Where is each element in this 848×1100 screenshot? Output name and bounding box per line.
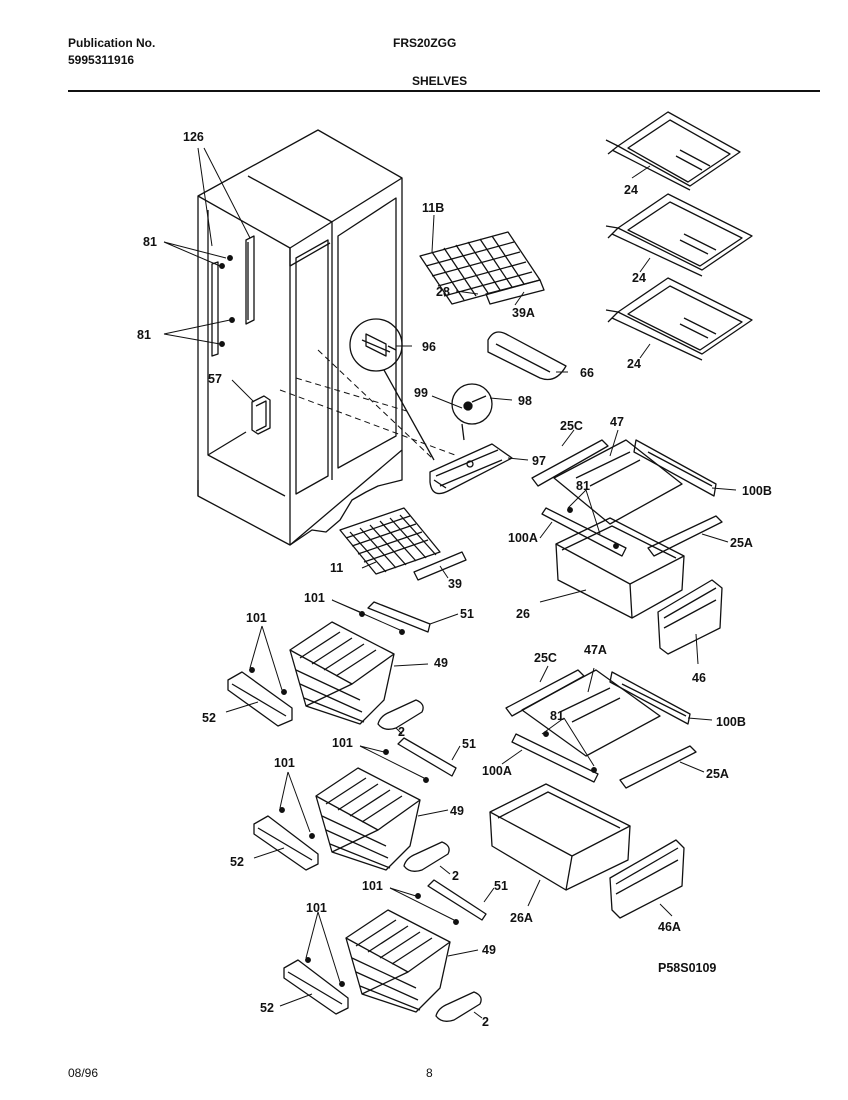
shelf-24-lower-drawing — [605, 277, 753, 361]
crisper-cover-47a-assembly — [505, 669, 697, 789]
label-49-middle: 49 — [450, 804, 464, 818]
publication-number: 5995311916 — [68, 53, 135, 67]
cover-2-middle-drawing — [403, 841, 450, 872]
basket-49-upper-drawing — [289, 621, 395, 725]
slide-51-middle-drawing — [397, 737, 457, 777]
slide-51-upper-drawing — [367, 601, 431, 633]
part-labels: 126 81 81 57 11B 28 39A 66 96 99 98 97 2… — [137, 130, 772, 1029]
crisper-cover-47-assembly — [531, 439, 723, 557]
drawer-front-46a-drawing — [609, 839, 685, 919]
label-52-upper: 52 — [202, 711, 216, 725]
cover-2-lower-drawing — [435, 991, 482, 1022]
label-51-b: 51 — [462, 737, 476, 751]
shelf-24-upper-drawing — [605, 111, 741, 191]
label-28-upper: 28 — [436, 285, 450, 299]
label-100b-upper: 100B — [742, 484, 772, 498]
label-101-a: 101 — [304, 591, 325, 605]
publication-label: Publication No. — [68, 36, 156, 50]
label-39a: 39A — [512, 306, 535, 320]
model-number: FRS20ZGG — [393, 36, 457, 50]
label-11: 11 — [330, 561, 343, 575]
label-51-c: 51 — [494, 879, 508, 893]
label-24-middle: 24 — [632, 271, 646, 285]
label-57: 57 — [208, 372, 222, 386]
drawer-26-drawing — [555, 517, 685, 619]
label-52-middle: 52 — [230, 855, 244, 869]
label-11b: 11B — [422, 201, 444, 215]
bracket-52-lower-drawing — [283, 959, 349, 1015]
drawer-front-46-drawing — [657, 579, 723, 655]
label-47a: 47A — [584, 643, 607, 657]
label-25a-lower: 25A — [706, 767, 729, 781]
label-2-middle: 2 — [452, 869, 459, 883]
label-101-e: 101 — [362, 879, 383, 893]
alignment-lines — [279, 349, 456, 459]
label-99: 99 — [414, 386, 428, 400]
basket-49-middle-drawing — [315, 767, 421, 871]
figure-code: P58S0109 — [658, 961, 716, 975]
label-96: 96 — [422, 340, 436, 354]
bracket-52-upper-drawing — [227, 671, 293, 727]
bracket-52-middle-drawing — [253, 815, 319, 871]
rail-97-drawing — [429, 443, 513, 495]
label-49-lower: 49 — [482, 943, 496, 957]
label-98: 98 — [518, 394, 532, 408]
cabinet-drawing — [197, 129, 403, 546]
label-24-lower: 24 — [627, 357, 641, 371]
cover-2-upper-drawing — [377, 699, 424, 730]
basket-49-lower-drawing — [345, 909, 451, 1013]
label-26a: 26A — [510, 911, 533, 925]
label-101-b: 101 — [246, 611, 267, 625]
label-51-a: 51 — [460, 607, 474, 621]
label-52-lower: 52 — [260, 1001, 274, 1015]
label-39: 39 — [448, 577, 462, 591]
label-81-middle: 81 — [576, 479, 590, 493]
leader-lines — [163, 147, 737, 1019]
label-100b-lower: 100B — [716, 715, 746, 729]
label-66: 66 — [580, 366, 594, 380]
shelf-11-drawing — [339, 507, 467, 581]
label-81-bottom: 81 — [550, 709, 564, 723]
label-100a-lower: 100A — [482, 764, 512, 778]
label-101-c: 101 — [332, 736, 353, 750]
header-rule — [68, 90, 820, 92]
section-title: SHELVES — [412, 74, 468, 88]
label-49-upper: 49 — [434, 656, 448, 670]
label-25c-upper: 25C — [560, 419, 583, 433]
label-97: 97 — [532, 454, 546, 468]
footer-page-number: 8 — [426, 1066, 433, 1080]
label-25c-lower: 25C — [534, 651, 557, 665]
label-100a-upper: 100A — [508, 531, 538, 545]
label-81-lower: 81 — [137, 328, 151, 342]
label-126: 126 — [183, 130, 204, 144]
shelf-24-middle-drawing — [605, 193, 753, 277]
label-26: 26 — [516, 607, 530, 621]
label-46: 46 — [692, 671, 706, 685]
label-101-f: 101 — [306, 901, 327, 915]
label-81-upper: 81 — [143, 235, 157, 249]
slide-51-lower-drawing — [427, 879, 487, 921]
detail-96-circle — [349, 318, 403, 372]
label-46a: 46A — [658, 920, 681, 934]
channel-66-drawing — [487, 331, 567, 381]
drawer-26a-drawing — [489, 783, 631, 891]
label-25a-upper: 25A — [730, 536, 753, 550]
shelf-11b-drawing — [419, 231, 545, 305]
label-2-lower: 2 — [482, 1015, 489, 1029]
label-101-d: 101 — [274, 756, 295, 770]
label-47: 47 — [610, 415, 624, 429]
footer-date: 08/96 — [68, 1066, 99, 1080]
label-24-upper: 24 — [624, 183, 638, 197]
label-2-upper: 2 — [398, 725, 405, 739]
